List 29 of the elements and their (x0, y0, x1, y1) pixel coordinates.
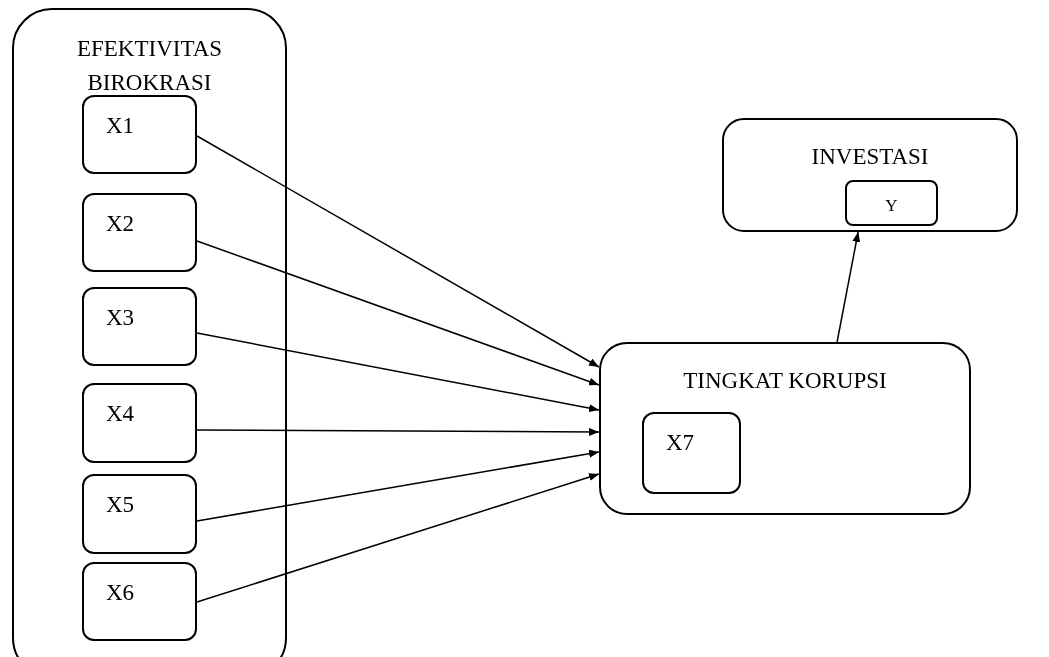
node-label: Y (884, 195, 899, 217)
node-label: INVESTASI (810, 143, 930, 171)
node-label: X6 (106, 579, 135, 607)
node-label: X3 (106, 304, 135, 332)
node-label: EFEKTIVITAS BIROKRASI (75, 35, 224, 97)
variable-box (82, 95, 197, 174)
node-label: X1 (106, 112, 135, 140)
arrow (196, 449, 600, 522)
group-box (722, 118, 1018, 232)
variable-box (82, 474, 197, 554)
node-label: X4 (106, 400, 135, 428)
arrow (196, 473, 600, 603)
node-label: X5 (106, 491, 135, 519)
variable-box (82, 193, 197, 272)
variable-box (82, 287, 197, 366)
arrow (836, 231, 861, 343)
node-label: TINGKAT KORUPSI (682, 367, 888, 395)
arrow (196, 240, 600, 386)
variable-box (82, 562, 197, 641)
group-box (599, 342, 971, 515)
node-label: X7 (666, 429, 695, 457)
variable-box (642, 412, 741, 494)
arrow (196, 332, 600, 413)
node-label: X2 (106, 210, 135, 238)
group-box (12, 8, 287, 657)
arrow (196, 135, 600, 368)
variable-box (82, 383, 197, 463)
variable-box (845, 180, 938, 226)
arrow (196, 427, 600, 436)
